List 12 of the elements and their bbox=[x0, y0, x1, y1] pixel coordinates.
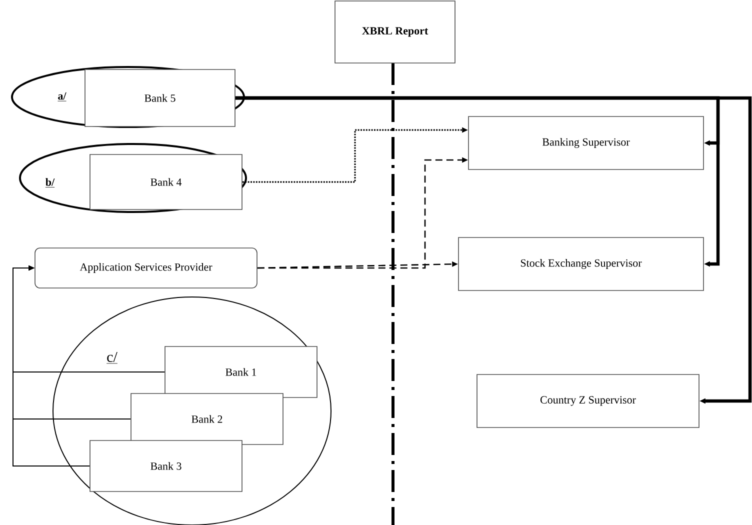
label-box: Application Services Provider bbox=[34, 248, 258, 288]
arrow bbox=[235, 96, 752, 404]
label-box: Bank 3 bbox=[90, 440, 242, 492]
label-box: XBRL Report bbox=[334, 0, 456, 64]
label-box: Country Z Supervisor bbox=[476, 374, 700, 428]
label-box: Bank 2 bbox=[130, 393, 284, 445]
label-box: Stock Exchange Supervisor bbox=[458, 237, 704, 291]
label-box: Bank 5 bbox=[84, 69, 236, 127]
label-box: Banking Supervisor bbox=[468, 116, 704, 170]
arrow bbox=[12, 265, 90, 466]
label-box: Bank 1 bbox=[164, 346, 318, 398]
label-box: Bank 4 bbox=[90, 154, 242, 210]
